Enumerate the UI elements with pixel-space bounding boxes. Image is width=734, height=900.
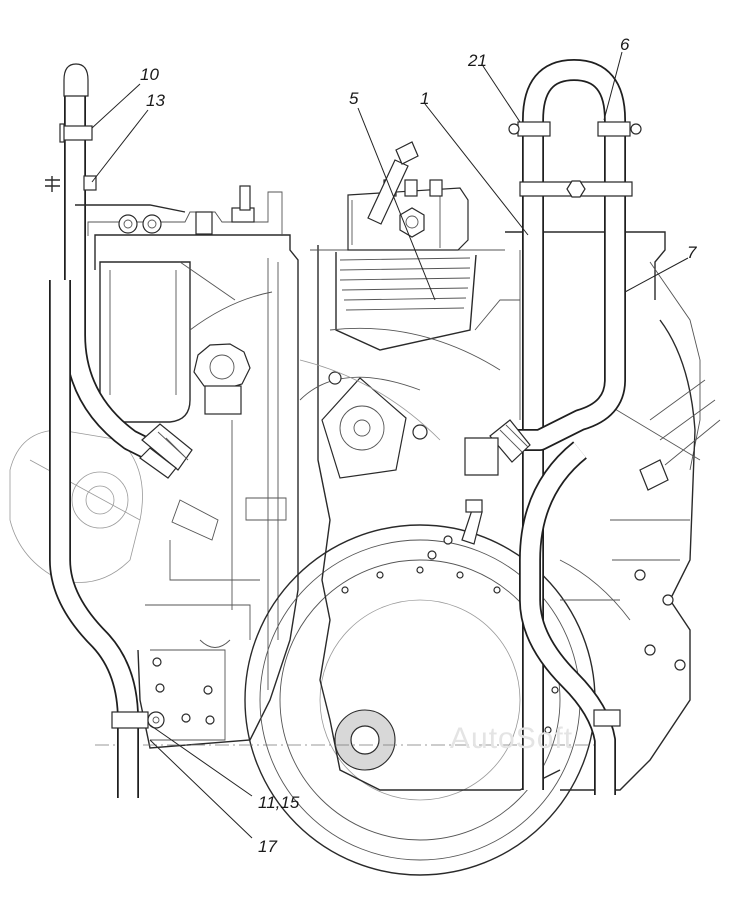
watermark: AutoSoft [450, 722, 573, 755]
callout-10: 10 [140, 65, 159, 84]
left-engine-block [9, 176, 299, 749]
center-compressor-flywheel [244, 141, 596, 876]
callout-6: 6 [620, 35, 630, 54]
pipe-clamp-21-left [517, 121, 551, 137]
left-hose-connector [139, 423, 193, 479]
callout-17: 17 [258, 837, 277, 856]
right-hose-connector [464, 419, 531, 476]
pipe-clamp-21-right [597, 121, 631, 137]
callout-1: 1 [420, 89, 429, 108]
callout-11-15: 11,15 [258, 793, 300, 812]
callout-21: 21 [467, 51, 487, 70]
leader-lines [91, 51, 689, 839]
pipe-clamp-bottom [111, 711, 149, 729]
right-engine-block [505, 231, 721, 791]
callout-7: 7 [687, 243, 697, 262]
left-breather-pipe [49, 63, 193, 798]
callout-5: 5 [349, 89, 359, 108]
right-u-pipe [464, 59, 642, 795]
pipe-clamp-top [61, 125, 93, 141]
callout-13: 13 [146, 91, 165, 110]
